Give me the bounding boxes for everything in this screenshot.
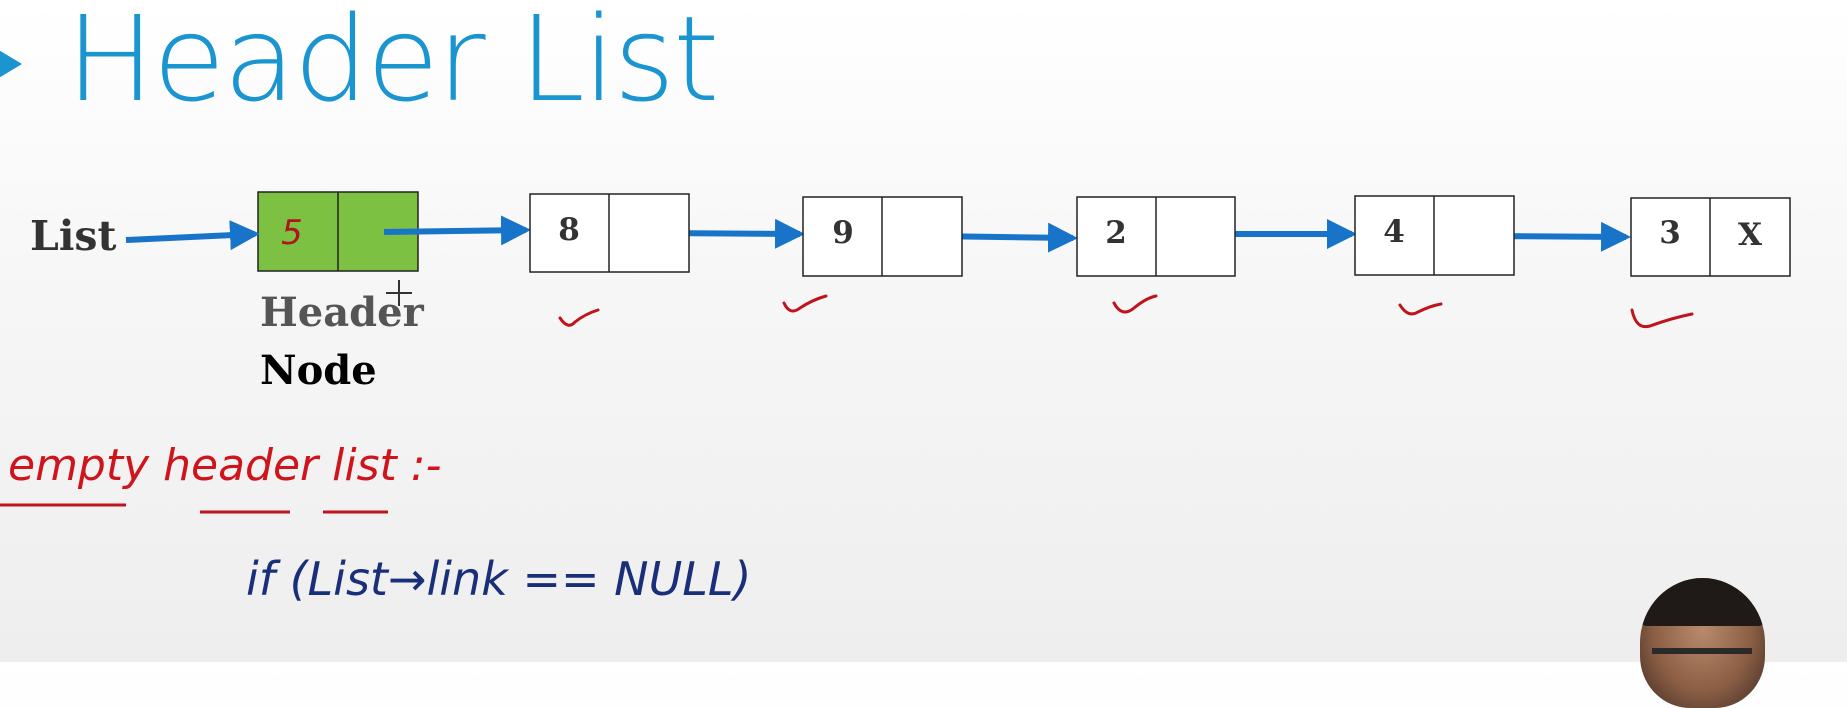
check-mark <box>558 308 600 327</box>
title-bullet-icon <box>0 40 22 88</box>
list-node: 3 X <box>1630 197 1791 277</box>
presenter-glasses <box>1652 648 1752 654</box>
check-mark <box>1112 294 1158 314</box>
list-node: 8 <box>529 193 690 273</box>
linked-list-diagram: 5 8 9 2 4 3 X <box>0 191 1791 514</box>
node-value: 4 <box>1383 214 1405 250</box>
empty-header-list-note: empty header list :- <box>8 440 442 491</box>
node-value: 3 <box>1659 215 1681 251</box>
header-node-label-line1: Header <box>260 289 424 336</box>
list-node: 2 <box>1076 196 1236 277</box>
check-mark <box>782 294 828 313</box>
header-node-label-line2: Node <box>260 347 377 394</box>
check-mark <box>1630 308 1694 329</box>
list-label: List <box>30 212 117 260</box>
mouse-cursor-icon <box>386 280 412 306</box>
node-link: X <box>1738 217 1763 253</box>
list-node: 4 <box>1354 195 1515 276</box>
arrow-header-to-node1 <box>383 215 531 246</box>
list-node: 9 <box>802 196 963 277</box>
presenter-hair <box>1640 578 1765 626</box>
code-note: if (List→link == NULL) <box>246 552 752 606</box>
node-value: 2 <box>1105 215 1127 251</box>
header-node-label: Header Node <box>260 284 424 400</box>
page-title: Header List <box>66 0 719 128</box>
header-node-value: 5 <box>281 213 303 253</box>
node-value: 8 <box>558 212 580 248</box>
check-mark <box>1398 302 1443 316</box>
arrow-list-to-header <box>125 220 260 251</box>
node-value: 9 <box>832 215 854 251</box>
presenter-video <box>1640 578 1765 708</box>
